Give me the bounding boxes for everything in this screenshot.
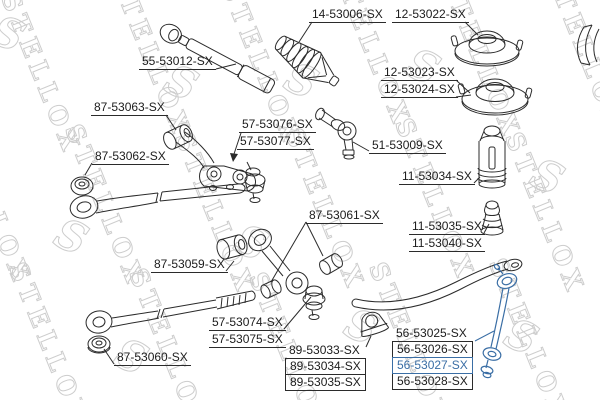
- part-label-strut-mount-top[interactable]: 12-53022-SX: [392, 7, 469, 23]
- part-label-56-53025[interactable]: 56-53025-SX: [392, 326, 473, 342]
- part-label-bushing-87-53062[interactable]: 87-53062-SX: [92, 149, 169, 165]
- bushing-63-drawing: [163, 124, 193, 150]
- strut-rod-drawing: [69, 183, 246, 219]
- part-label-tie-rod-end[interactable]: 51-53009-SX: [369, 138, 446, 154]
- part-label-bump-stop-2[interactable]: 11-53040-SX: [409, 236, 485, 252]
- part-label-bushing-87-53060[interactable]: 87-53060-SX: [114, 350, 191, 366]
- stabilizer-bushing-part-list: 89-53033-SX 89-53034-SX 89-53035-SX: [285, 343, 366, 391]
- stabilizer-link-part-list: 56-53025-SX 56-53026-SX 56-53027-SX 56-5…: [392, 326, 473, 390]
- part-label-strut-mount-alt-2[interactable]: 12-53024-SX: [381, 82, 458, 98]
- part-label-shock-boot[interactable]: 11-53034-SX: [399, 169, 475, 185]
- part-label-56-53027-highlighted[interactable]: 56-53027-SX: [392, 357, 473, 374]
- bushing-59-drawing: [216, 234, 248, 260]
- control-arm-drawing: [175, 131, 266, 203]
- part-label-89-53034[interactable]: 89-53034-SX: [285, 358, 366, 375]
- part-label-56-53026[interactable]: 56-53026-SX: [392, 341, 473, 358]
- strut-mount-1-drawing: [450, 30, 524, 67]
- stabilizer-bushing-drawing: [360, 311, 389, 337]
- part-label-bushing-87-53063[interactable]: 87-53063-SX: [91, 100, 168, 116]
- sway-bar-drawing: [351, 258, 523, 311]
- edge-part-fragment: [576, 24, 600, 66]
- part-label-control-arm-1[interactable]: 57-53076-SX: [239, 117, 316, 133]
- part-label-89-53035[interactable]: 89-53035-SX: [285, 374, 366, 391]
- lateral-rod-drawing: [85, 290, 256, 334]
- part-label-lower-arm-1[interactable]: 57-53074-SX: [209, 315, 286, 331]
- part-label-lower-arm-2[interactable]: 57-53075-SX: [209, 332, 286, 348]
- bump-stop-drawing: [480, 200, 504, 236]
- part-label-bushing-87-53061[interactable]: 87-53061-SX: [306, 208, 383, 224]
- part-label-bushing-87-53059[interactable]: 87-53059-SX: [151, 257, 228, 273]
- shock-boot-drawing: [477, 125, 507, 189]
- steering-boot-drawing: [274, 35, 340, 87]
- part-label-89-53033[interactable]: 89-53033-SX: [285, 343, 366, 359]
- stabilizer-link-drawing[interactable]: [480, 263, 518, 379]
- rear-arm-drawing: [248, 228, 343, 320]
- tie-rod-end-drawing: [315, 107, 357, 160]
- part-label-bump-stop-1[interactable]: 11-53035-SX: [409, 219, 485, 235]
- bushing-62-drawing: [70, 176, 94, 196]
- strut-mount-2-drawing: [457, 78, 533, 116]
- part-label-tie-rod-axial[interactable]: 55-53012-SX: [139, 54, 216, 70]
- grommet-60-drawing: [87, 335, 111, 354]
- leader-lines: [84, 21, 495, 365]
- part-label-56-53028[interactable]: 56-53028-SX: [392, 373, 473, 390]
- part-label-strut-mount-alt-1[interactable]: 12-53023-SX: [381, 65, 458, 81]
- part-label-control-arm-2[interactable]: 57-53077-SX: [237, 134, 314, 150]
- tie-rod-axial-drawing: [159, 23, 275, 94]
- part-label-steering-boot[interactable]: 14-53006-SX: [309, 7, 386, 23]
